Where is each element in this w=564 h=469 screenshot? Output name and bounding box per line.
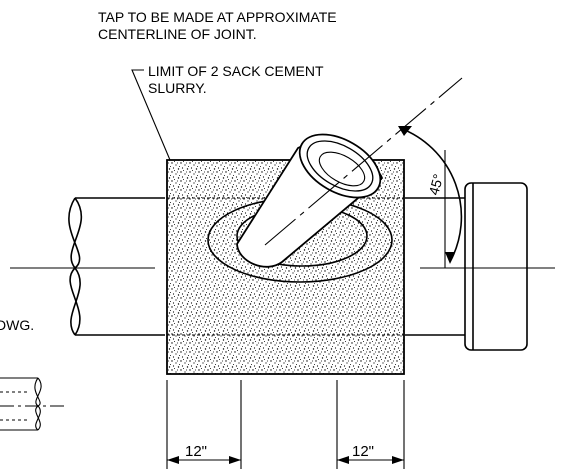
dim-right-arrow-start — [337, 456, 349, 464]
limit-note-line2: SLURRY. — [148, 80, 207, 96]
limit-note-line1: LIMIT OF 2 SACK CEMENT — [148, 63, 324, 79]
dim-left-label: 12" — [185, 443, 207, 460]
partial-dwg-ref: DWG. — [0, 317, 34, 333]
tap-note-line1: TAP TO BE MADE AT APPROXIMATE — [98, 9, 337, 25]
tap-fitting — [236, 133, 384, 268]
limit-leader-line — [131, 69, 171, 161]
dim-left-arrow-end — [229, 456, 241, 464]
angle-label: 45° — [425, 172, 446, 197]
angle-arrow-bottom — [445, 252, 455, 264]
dim-right-arrow-end — [392, 456, 404, 464]
dim-right-label: 12" — [352, 443, 374, 460]
dim-left-arrow-start — [167, 456, 179, 464]
tap-note-line2: CENTERLINE OF JOINT. — [98, 26, 257, 42]
angle-arc — [399, 127, 463, 263]
tap-centerline-45deg — [264, 77, 463, 246]
partial-small-pipe — [0, 377, 65, 431]
right-pipe-bell-end — [464, 182, 528, 351]
angle-arrow-top — [398, 126, 412, 136]
